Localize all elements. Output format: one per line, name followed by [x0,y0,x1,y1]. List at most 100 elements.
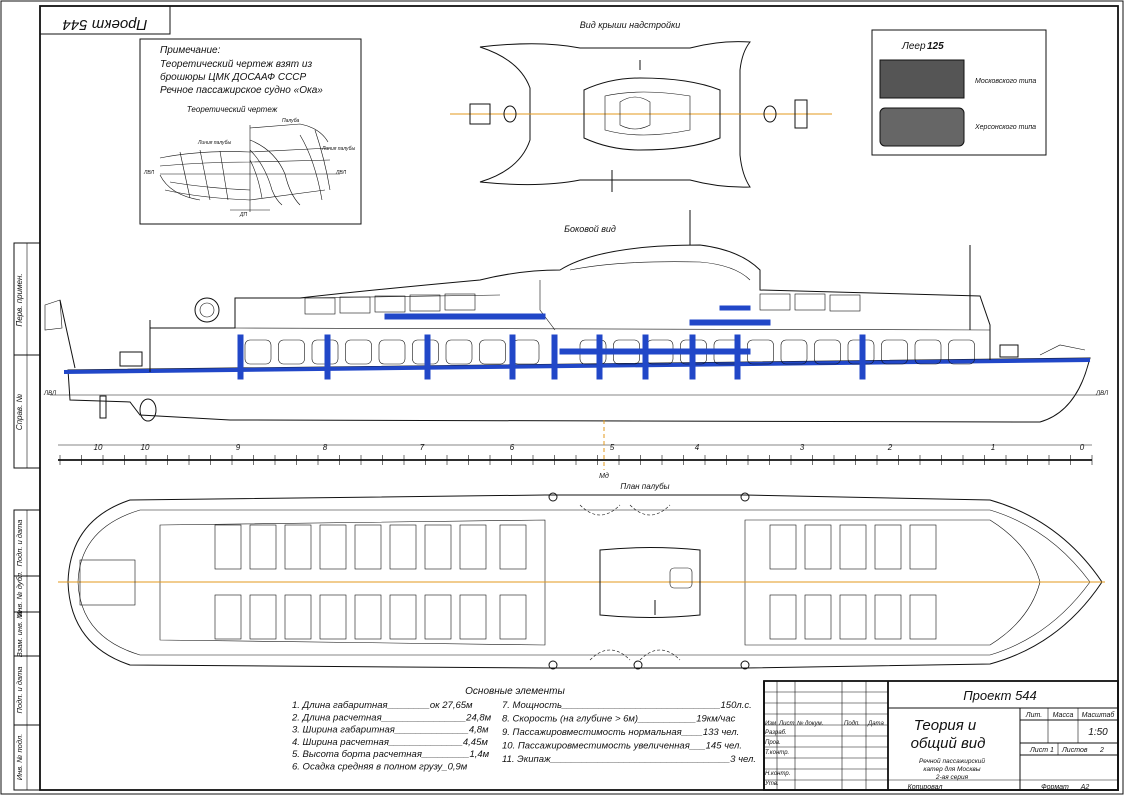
element-line: 2. Длина расчетная________________24,8м [291,712,492,723]
seat-block [804,524,832,570]
lines-side-right: Линия палубы [321,146,355,152]
title-copied: Копировал [908,784,943,791]
element-line: 11. Экипаж______________________________… [502,754,756,765]
element-line: 8. Скорость (на глубине > 6м)___________… [502,714,736,725]
roof-view: Вид крыши надстройки [450,20,832,192]
title-col-list: Лист [778,721,794,727]
element-line: 4. Ширина расчетная______________4,45м [292,737,488,748]
seat-block [499,594,527,640]
element-line: 3. Ширина габаритная______________4,8м [292,725,489,736]
railing-post [424,334,431,380]
note-title: Примечание: [160,45,221,56]
element-line: 1. Длина габаритная________ок 27,65м [292,700,473,711]
title-row-prov: Пров. [765,740,781,746]
bow-winch [999,344,1019,358]
seat-block [214,524,242,570]
railing-number: 125 [927,41,944,52]
margin-first-use: Перв. примен. [15,273,24,326]
title-sub-1: Речной пассажирский [919,757,985,765]
stern-flag [44,299,63,331]
railing-title: Леер [901,41,926,52]
margin-ref-no: Справ. № [15,393,24,430]
seat-block [354,594,382,640]
margin-orig-inv: Инв. № подл. [15,734,24,781]
side-view: Боковой вид ЛВЛ ЛВЛ [43,210,1109,480]
seat-rows [214,524,937,640]
element-line: 6. Осадка средняя в полном грузу_0,9м [292,762,468,773]
project-stamp: Проект 544 [39,5,171,35]
cabin-window [914,339,942,365]
lines-deck-label: Палуба [282,118,300,124]
frame-ticks [59,455,1093,465]
upper-window [829,294,861,312]
element-line: 9. Пассажировместимость нормальная____13… [502,727,739,738]
railing-post [859,334,866,380]
cabin-window [814,339,841,365]
title-lit: Лит. [1025,712,1042,719]
railing-sample-moscow [879,59,965,99]
cabin-window [445,339,473,365]
lines-wl-right: ЛВЛ [335,170,347,176]
upper-window [759,293,791,311]
upper-window [339,296,371,314]
lifebuoy [194,297,220,323]
stern-deck-hatch [79,559,136,606]
lines-side-left: Линия палубы [197,140,231,146]
seat-block [389,594,417,640]
deck-plan-title: План палубы [620,482,669,491]
deck-plan: План палубы [58,482,1105,670]
seat-block [909,524,937,570]
waterline-left-label: ЛВЛ [43,391,57,397]
title-scale: 1:50 [1088,727,1108,738]
margin-sign-date-2: Подп. и дата [15,667,24,714]
railing-post [237,334,244,380]
midship-label: Мд [599,472,609,480]
frame-number: 10 [141,443,150,452]
seat-block [424,594,452,640]
seat-block [284,524,312,570]
deck-railing-line [63,358,1091,374]
upper-window [409,294,441,312]
frame-number: 8 [323,443,328,452]
cabin-window [948,339,975,365]
seat-block [249,594,277,640]
upper-window-row [304,293,861,315]
stern-flagpole [59,299,76,369]
frame-number: 9 [236,443,241,452]
upper-window [444,293,476,311]
seat-block [769,524,797,570]
frame-number: 2 [887,443,893,452]
seat-block [389,524,417,570]
title-col-podp: Подп. [844,721,860,727]
note-line-1: Теоретический чертеж взят из [160,59,312,70]
title-format-value: A2 [1080,784,1090,791]
roof-rail-3 [719,305,751,311]
roof-view-title: Вид крыши надстройки [580,20,680,30]
propeller [139,398,157,422]
rudder [99,395,107,419]
seat-block [909,594,937,640]
seat-block [839,594,867,640]
frame-number: 0 [1080,443,1085,452]
title-sheet-n: 1 [1050,747,1054,754]
seat-block [839,524,867,570]
margin-replace-inv: Взам. инв. № [15,611,24,657]
lines-drawing-title: Теоретический чертеж [187,105,278,114]
seat-block [459,594,487,640]
title-name-1: Теория и [914,717,977,734]
railing-posts [237,334,866,380]
upper-window [374,295,406,313]
title-sheets-n: 2 [1099,747,1104,754]
roof-rail-1 [384,313,546,320]
title-scale-header: Масштаб [1082,711,1116,719]
railing-post [734,334,741,380]
upper-window [794,293,826,311]
main-elements: Основные элементы 1. Длина габаритная___… [291,686,756,773]
seat-block [424,524,452,570]
railing-post [324,334,331,380]
note-line-2: брошюры ЦМК ДОСААФ СССР [160,71,307,83]
cabin-window [479,339,506,365]
title-col-izm: Изм [765,721,776,727]
